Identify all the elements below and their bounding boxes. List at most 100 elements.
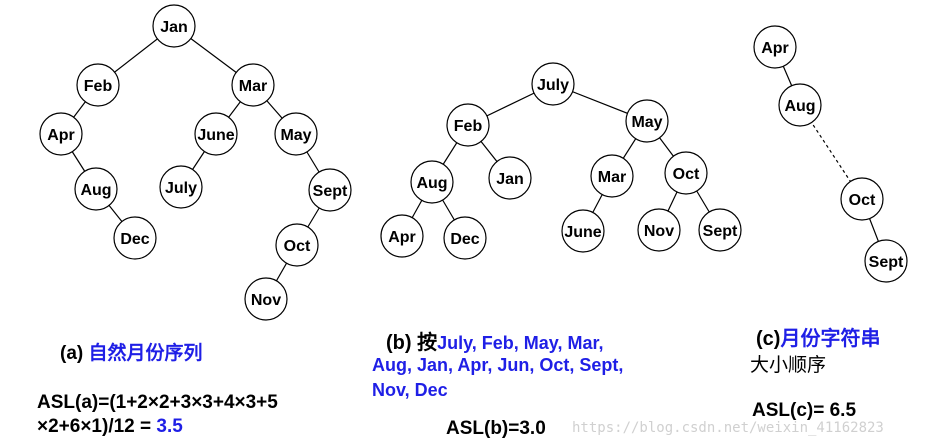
caption-c-tag: (c): [756, 328, 781, 350]
tree-node-c-apr: Apr: [753, 25, 797, 69]
node-circle-b-oct: [664, 151, 708, 195]
tree-node-a-july: July: [159, 165, 203, 209]
node-circle-a-feb: [76, 63, 120, 107]
asl-b: ASL(b)=3.0: [446, 418, 546, 439]
node-circle-b-june: [561, 209, 605, 253]
caption-a: (a) 自然月份序列: [60, 338, 203, 365]
tree-node-a-feb: Feb: [76, 63, 120, 107]
asl-a-line1: ASL(a)=(1+2×2+3×3+4×3+5: [37, 392, 278, 413]
node-circle-b-feb: [446, 103, 490, 147]
node-label-b-july: July: [537, 77, 569, 94]
node-circle-b-sept: [698, 208, 742, 252]
node-label-a-oct: Oct: [284, 238, 311, 255]
node-circle-a-may: [274, 112, 318, 156]
node-label-a-mar: Mar: [239, 78, 267, 95]
tree-node-a-dec: Dec: [113, 216, 157, 260]
node-label-b-jan: Jan: [496, 171, 524, 188]
node-label-a-july: July: [165, 180, 197, 197]
node-label-c-aug: Aug: [784, 98, 815, 115]
node-label-b-nov: Nov: [644, 223, 674, 240]
node-circle-b-july: [531, 62, 575, 106]
tree-node-c-sept: Sept: [864, 239, 908, 283]
tree-node-c-oct: Oct: [840, 177, 884, 221]
caption-b-sequence-2: Aug, Jan, Apr, Jun, Oct, Sept,: [372, 355, 624, 375]
tree-node-b-nov: Nov: [637, 208, 681, 252]
caption-c-line1: (c)月份字符串: [756, 322, 880, 351]
asl-c: ASL(c)= 6.5: [752, 400, 857, 421]
node-label-b-aug: Aug: [416, 175, 447, 192]
node-label-b-may: May: [631, 114, 662, 131]
node-label-a-feb: Feb: [84, 78, 113, 95]
tree-node-b-may: May: [625, 99, 669, 143]
tree-node-b-sept: Sept: [698, 208, 742, 252]
tree-node-b-dec: Dec: [443, 216, 487, 260]
tree-node-b-apr: Apr: [380, 214, 424, 258]
caption-b-prefix: 按: [417, 330, 438, 354]
tree-edges: [60, 25, 887, 300]
node-label-a-jan: Jan: [160, 19, 188, 36]
tree-node-a-mar: Mar: [231, 63, 275, 107]
node-circle-a-mar: [231, 63, 275, 107]
tree-node-a-apr: Apr: [39, 112, 83, 156]
node-circle-a-jan: [152, 4, 196, 48]
node-circle-a-july: [159, 165, 203, 209]
node-label-a-june: June: [197, 127, 234, 144]
node-circle-c-apr: [753, 25, 797, 69]
tree-node-b-feb: Feb: [446, 103, 490, 147]
tree-node-a-june: June: [194, 112, 238, 156]
node-circle-c-aug: [778, 83, 822, 127]
node-label-a-apr: Apr: [47, 127, 75, 144]
tree-node-b-oct: Oct: [664, 151, 708, 195]
node-circle-a-apr: [39, 112, 83, 156]
tree-node-b-aug: Aug: [410, 160, 454, 204]
node-label-a-aug: Aug: [80, 182, 111, 199]
asl-a-line2-text: ×2+6×1)/12 =: [37, 416, 157, 437]
node-circle-a-sept: [308, 168, 352, 212]
tree-node-b-june: June: [561, 209, 605, 253]
node-label-b-oct: Oct: [673, 166, 700, 183]
caption-b-tag: (b): [386, 332, 412, 354]
node-label-c-oct: Oct: [849, 192, 876, 209]
node-circle-a-dec: [113, 216, 157, 260]
caption-b-sequence-3: Nov, Dec: [372, 380, 448, 400]
node-circle-a-aug: [74, 167, 118, 211]
tree-node-a-oct: Oct: [275, 223, 319, 267]
node-circle-c-sept: [864, 239, 908, 283]
caption-b-line1: (b) 按July, Feb, May, Mar,: [386, 326, 604, 355]
asl-a-line2: ×2+6×1)/12 = 3.5: [37, 416, 183, 438]
caption-c-line2: 大小顺序: [750, 354, 827, 376]
node-circle-b-apr: [380, 214, 424, 258]
tree-node-b-july: July: [531, 62, 575, 106]
node-circle-b-may: [625, 99, 669, 143]
node-label-b-sept: Sept: [703, 223, 738, 240]
node-label-b-dec: Dec: [450, 231, 479, 248]
caption-b-sequence-1: July, Feb, May, Mar,: [437, 333, 604, 353]
node-label-b-feb: Feb: [454, 118, 483, 135]
caption-a-text: 自然月份序列: [88, 342, 203, 364]
node-label-b-june: June: [564, 224, 601, 241]
asl-a-value: 3.5: [156, 416, 183, 437]
node-circle-b-nov: [637, 208, 681, 252]
node-circle-b-mar: [590, 154, 634, 198]
node-label-c-apr: Apr: [761, 40, 789, 57]
tree-node-a-sept: Sept: [308, 168, 352, 212]
node-circle-a-june: [194, 112, 238, 156]
node-label-a-sept: Sept: [313, 183, 348, 200]
node-label-c-sept: Sept: [869, 254, 904, 271]
caption-c-text1: 月份字符串: [780, 326, 881, 350]
caption-a-tag: (a): [60, 343, 84, 364]
node-circle-b-dec: [443, 216, 487, 260]
tree-node-a-nov: Nov: [244, 277, 288, 321]
node-label-a-nov: Nov: [251, 292, 281, 309]
tree-node-a-jan: Jan: [152, 4, 196, 48]
node-label-a-may: May: [280, 127, 311, 144]
tree-node-a-aug: Aug: [74, 167, 118, 211]
node-label-a-dec: Dec: [120, 231, 149, 248]
watermark: https://blog.csdn.net/weixin_41162823: [572, 420, 884, 436]
node-circle-b-aug: [410, 160, 454, 204]
node-circle-b-jan: [488, 156, 532, 200]
node-label-b-apr: Apr: [388, 229, 416, 246]
node-label-b-mar: Mar: [598, 169, 626, 186]
